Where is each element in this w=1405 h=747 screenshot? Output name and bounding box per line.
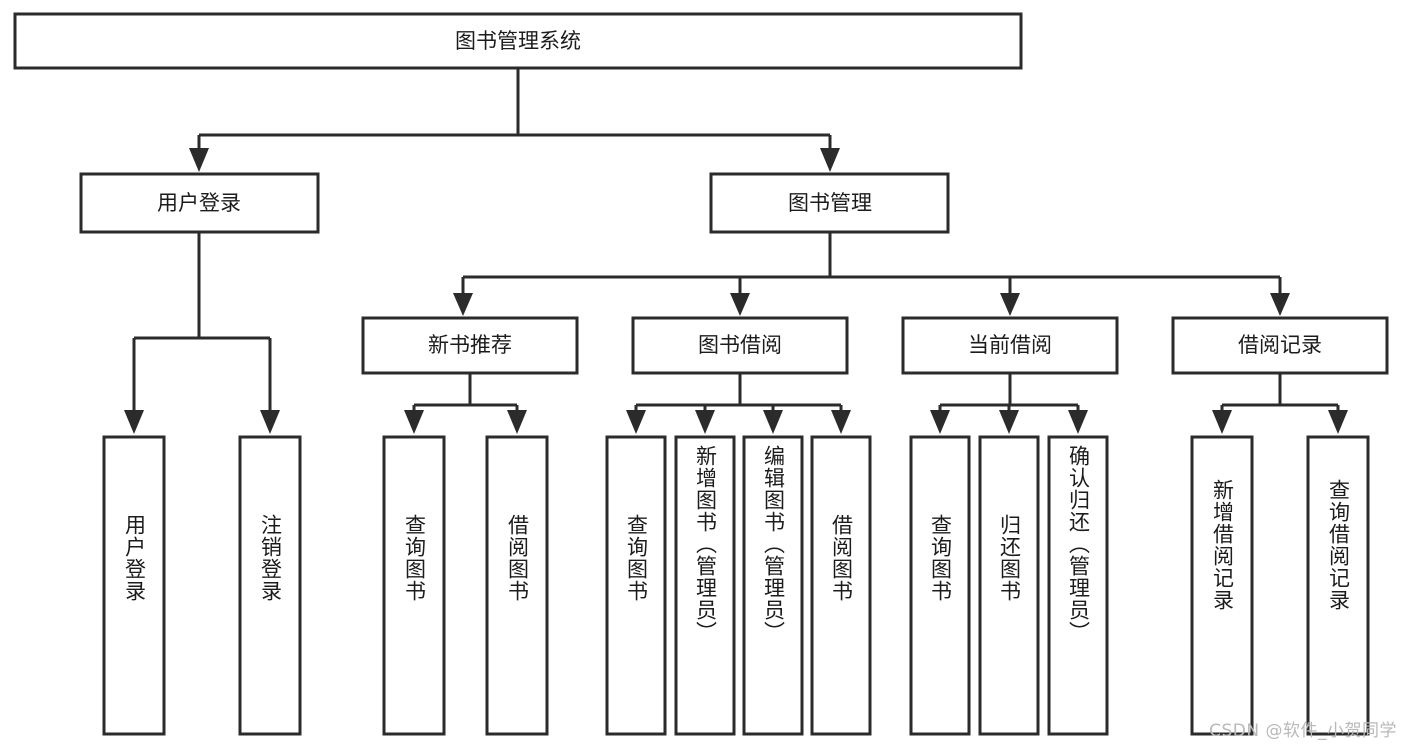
node-user-login-rect[interactable] — [79, 172, 320, 234]
node-leaf-confirm-return-rect[interactable] — [1047, 435, 1109, 736]
node-book-manage-rect[interactable] — [709, 172, 950, 234]
node-user-login[interactable]: 用户登录 — [79, 172, 320, 234]
arrow-head-icon — [999, 410, 1019, 434]
node-leaf-query-book-1-rect[interactable] — [382, 435, 446, 736]
watermark: CSDN @软件_小贺同学 — [1209, 721, 1397, 741]
node-current-borrow-label: 当前借阅 — [968, 333, 1052, 357]
connector-current-borrow-to-leaves — [930, 373, 1088, 434]
node-borrow-record[interactable]: 借阅记录 — [1171, 316, 1389, 375]
connector-new-book-recommend-to-leaves — [404, 373, 527, 434]
node-new-book-recommend-label: 新书推荐 — [428, 333, 512, 357]
node-book-manage[interactable]: 图书管理 — [709, 172, 950, 234]
node-current-borrow-rect[interactable] — [901, 316, 1119, 375]
node-book-borrow-rect[interactable] — [631, 316, 849, 375]
connector-user-login-to-leaves — [124, 232, 280, 434]
arrow-head-icon — [189, 148, 209, 172]
node-new-book-recommend-rect[interactable] — [361, 316, 579, 375]
connector-borrow-record-to-leaves — [1212, 373, 1348, 434]
node-book-borrow-label: 图书借阅 — [698, 333, 782, 357]
node-leaf-query-book-3-rect[interactable] — [909, 435, 971, 736]
connector-root-to-level2 — [189, 68, 840, 172]
node-leaf-add-record-rect[interactable] — [1190, 435, 1254, 736]
arrow-head-icon — [404, 410, 424, 434]
arrow-head-icon — [626, 410, 646, 434]
arrow-head-icon — [1270, 293, 1290, 316]
node-book-manage-label: 图书管理 — [788, 191, 872, 215]
node-new-book-recommend[interactable]: 新书推荐 — [361, 316, 579, 375]
arrow-head-icon — [1328, 410, 1348, 434]
arrow-head-icon — [1068, 410, 1088, 434]
node-root-rect[interactable] — [13, 12, 1023, 70]
connector-book-borrow-to-leaves — [626, 373, 851, 434]
node-leaf-add-book-rect[interactable] — [674, 435, 736, 736]
arrow-head-icon — [507, 410, 527, 434]
node-leaf-user-login-rect[interactable] — [102, 435, 166, 736]
node-leaf-query-book-2-rect[interactable] — [605, 435, 667, 736]
arrow-head-icon — [831, 410, 851, 434]
arrow-head-icon — [453, 293, 473, 316]
node-leaf-user-logout-rect[interactable] — [238, 435, 302, 736]
arrow-head-icon — [1212, 410, 1232, 434]
node-root-label: 图书管理系统 — [455, 29, 581, 53]
arrow-head-icon — [124, 410, 144, 434]
node-root[interactable]: 图书管理系统 — [13, 12, 1023, 70]
arrow-head-icon — [930, 410, 950, 434]
node-book-borrow[interactable]: 图书借阅 — [631, 316, 849, 375]
node-leaf-return-book-rect[interactable] — [978, 435, 1040, 736]
connector-book-manage-to-level3 — [453, 232, 1290, 316]
node-current-borrow[interactable]: 当前借阅 — [901, 316, 1119, 375]
node-borrow-record-label: 借阅记录 — [1238, 333, 1322, 357]
node-user-login-label: 用户登录 — [157, 191, 241, 215]
node-leaf-borrow-book-1-rect[interactable] — [485, 435, 549, 736]
arrow-head-icon — [695, 410, 715, 434]
node-leaf-borrow-book-2-rect[interactable] — [810, 435, 872, 736]
node-borrow-record-rect[interactable] — [1171, 316, 1389, 375]
arrow-head-icon — [1000, 293, 1020, 316]
node-leaf-edit-book-rect[interactable] — [742, 435, 804, 736]
node-leaf-query-record-rect[interactable] — [1306, 435, 1370, 736]
arrow-head-icon — [730, 293, 750, 316]
arrow-head-icon — [763, 410, 783, 434]
arrow-head-icon — [820, 148, 840, 172]
arrow-head-icon — [260, 410, 280, 434]
